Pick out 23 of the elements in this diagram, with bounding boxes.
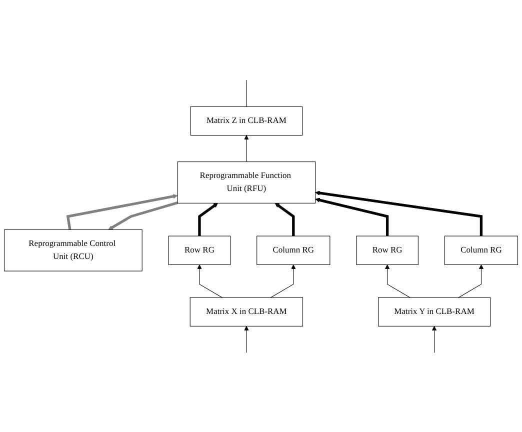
- arrow: [66, 194, 178, 230]
- arrow: [315, 197, 389, 236]
- arrow: [197, 264, 222, 298]
- node-box: Row RG: [168, 235, 231, 264]
- arrow: [315, 190, 483, 236]
- arrow: [274, 202, 295, 236]
- arrow: [244, 326, 249, 353]
- arrow: [198, 202, 218, 236]
- arrow: [458, 264, 484, 298]
- node-box: Matrix Z in CLB-RAM: [190, 106, 303, 136]
- arrow: [432, 326, 437, 353]
- node-box: Reprogrammable Function Unit (RFU): [177, 161, 316, 203]
- node-box: Reprogrammable Control Unit (RCU): [4, 228, 142, 271]
- node-box: Row RG: [356, 235, 418, 264]
- connector: [246, 79, 247, 106]
- arrow: [384, 264, 410, 298]
- arrow: [270, 264, 296, 298]
- node-box: Matrix X in CLB-RAM: [190, 296, 304, 326]
- node-box: Matrix Y in CLB-RAM: [378, 296, 491, 326]
- node-box: Column RG: [256, 235, 330, 264]
- node-box: Column RG: [444, 235, 518, 264]
- arrow: [244, 134, 249, 162]
- arrow: [108, 201, 178, 230]
